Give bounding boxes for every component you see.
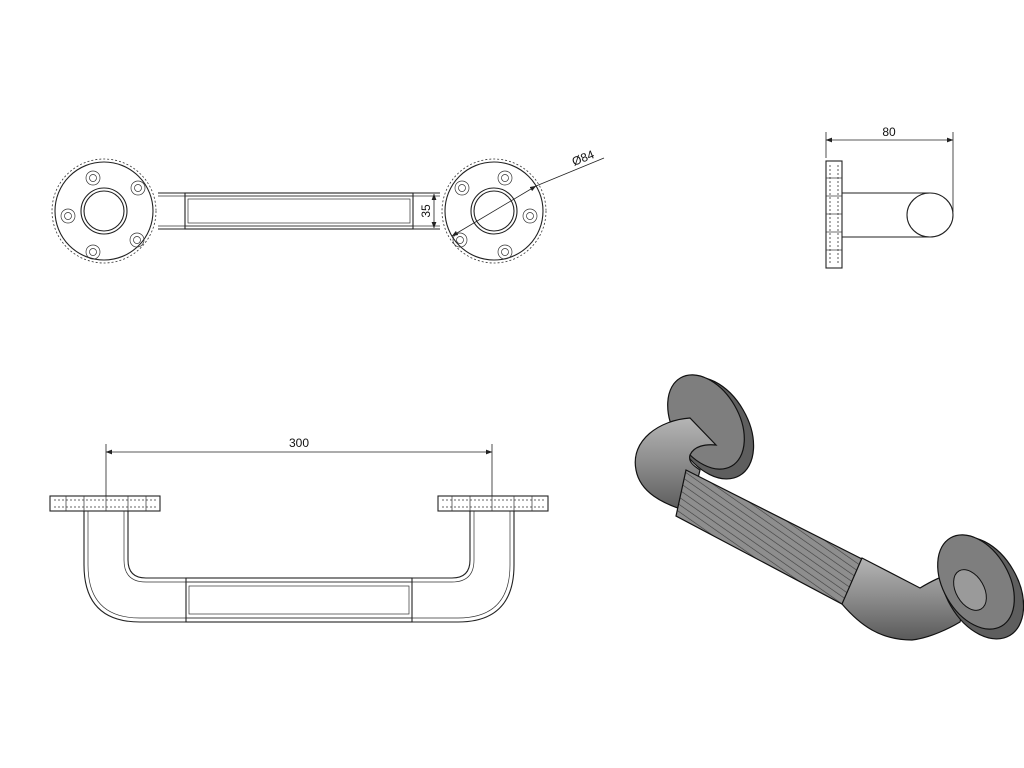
dimension-label-35: 35 <box>419 204 433 218</box>
top-view: 300 <box>49 436 549 623</box>
bar-tube-front <box>158 192 440 230</box>
screw-holes-left <box>60 170 146 260</box>
flange-top-details <box>54 496 544 511</box>
iso-lower-flange <box>937 534 1024 640</box>
dimension-tube-diameter: 35 <box>419 193 437 229</box>
isometric-view <box>634 374 1024 641</box>
bar-tube-top <box>83 511 515 623</box>
dimension-label-d84: Ø84 <box>570 147 597 169</box>
iso-ribbed-grip <box>675 469 865 605</box>
left-flange-top <box>49 495 161 512</box>
front-view: 35 Ø84 <box>51 147 605 264</box>
dimension-projection: 80 <box>825 125 954 212</box>
right-flange-top <box>437 495 549 512</box>
dimension-center-distance: 300 <box>105 436 493 496</box>
left-flange <box>51 158 157 264</box>
dimension-label-300: 300 <box>289 436 309 450</box>
side-view: 80 <box>825 125 954 269</box>
flange-section-hatch <box>826 165 842 264</box>
screw-holes-right <box>452 170 538 260</box>
dimension-label-80: 80 <box>882 125 896 139</box>
